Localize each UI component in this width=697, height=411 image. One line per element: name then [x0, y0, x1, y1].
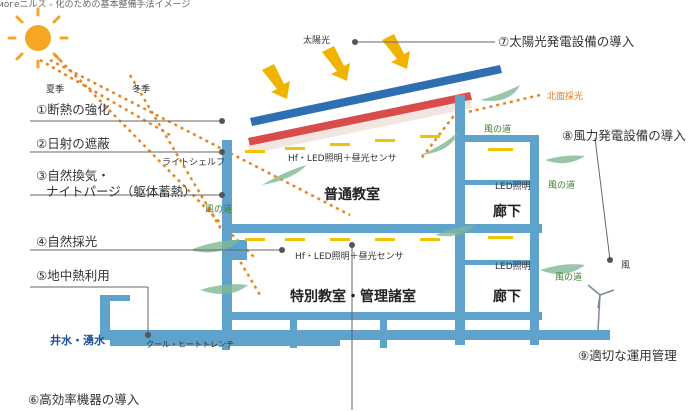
leader-lines: [30, 41, 611, 410]
hf-led-lower-label: Hf・LED照明＋昼光センサ: [295, 252, 404, 262]
cool-heat-trench-label: クール・ヒートトレンチ: [146, 340, 234, 349]
wind-path-label-3: 風の道: [205, 205, 233, 215]
wind-path-label-1: 風の道: [484, 125, 512, 135]
item-5-label: ⑤地中熱利用: [36, 268, 110, 283]
north-light-label: 北面採光: [547, 92, 584, 102]
sun-label: 太陽光: [303, 36, 331, 46]
light-shelf-label: ライトシェルフ: [162, 158, 226, 168]
roof: [248, 92, 472, 154]
item-6-label: ⑥高効率機器の導入: [28, 392, 140, 407]
item-8-label: ⑧風力発電設備の導入: [562, 128, 686, 143]
wind-turbine-icon: [587, 284, 615, 331]
ceiling-lights: [245, 135, 513, 241]
led-lower-label: LED照明: [495, 262, 531, 272]
wind-flows: [190, 85, 585, 294]
item-1-label: ①断熱の強化: [36, 102, 110, 117]
sunlight-arrows: [262, 34, 410, 99]
item-9-label: ⑨適切な運用管理: [578, 348, 677, 363]
room-ordinary-classroom: 普通教室: [324, 187, 380, 203]
building-structure: [100, 95, 610, 350]
leader-dots: [145, 39, 613, 338]
item-2-label: ②日射の遮蔽: [36, 136, 110, 151]
season-winter-label: 冬季: [132, 85, 151, 95]
item-3-line2-label: ナイトパージ（躯体蓄熱）: [46, 184, 196, 199]
item-7-label: ⑦太陽光発電設備の導入: [498, 34, 635, 49]
hf-led-upper-label: Hf・LED照明＋昼光センサ: [288, 154, 397, 164]
season-summer-label: 夏季: [46, 85, 65, 95]
led-upper-label: LED照明: [495, 182, 531, 192]
well-water-label: 井水・湧水: [50, 334, 105, 347]
sun-icon: [7, 7, 69, 69]
room-corridor-upper: 廊下: [493, 204, 521, 220]
wind-label: 風: [621, 261, 631, 271]
wind-path-label-4: 風の道: [555, 273, 583, 283]
solar-panel: [250, 65, 502, 126]
item-3-label: ③自然換気・: [36, 168, 110, 183]
item-4-label: ④自然採光: [36, 234, 98, 249]
header-title-fragment: могеニルス ‐ 化のための基本整備手法イメージ: [0, 0, 191, 10]
room-corridor-lower: 廊下: [493, 289, 521, 305]
room-special-classroom: 特別教室・管理諸室: [290, 289, 416, 305]
wind-path-label-2: 風の道: [548, 181, 576, 191]
